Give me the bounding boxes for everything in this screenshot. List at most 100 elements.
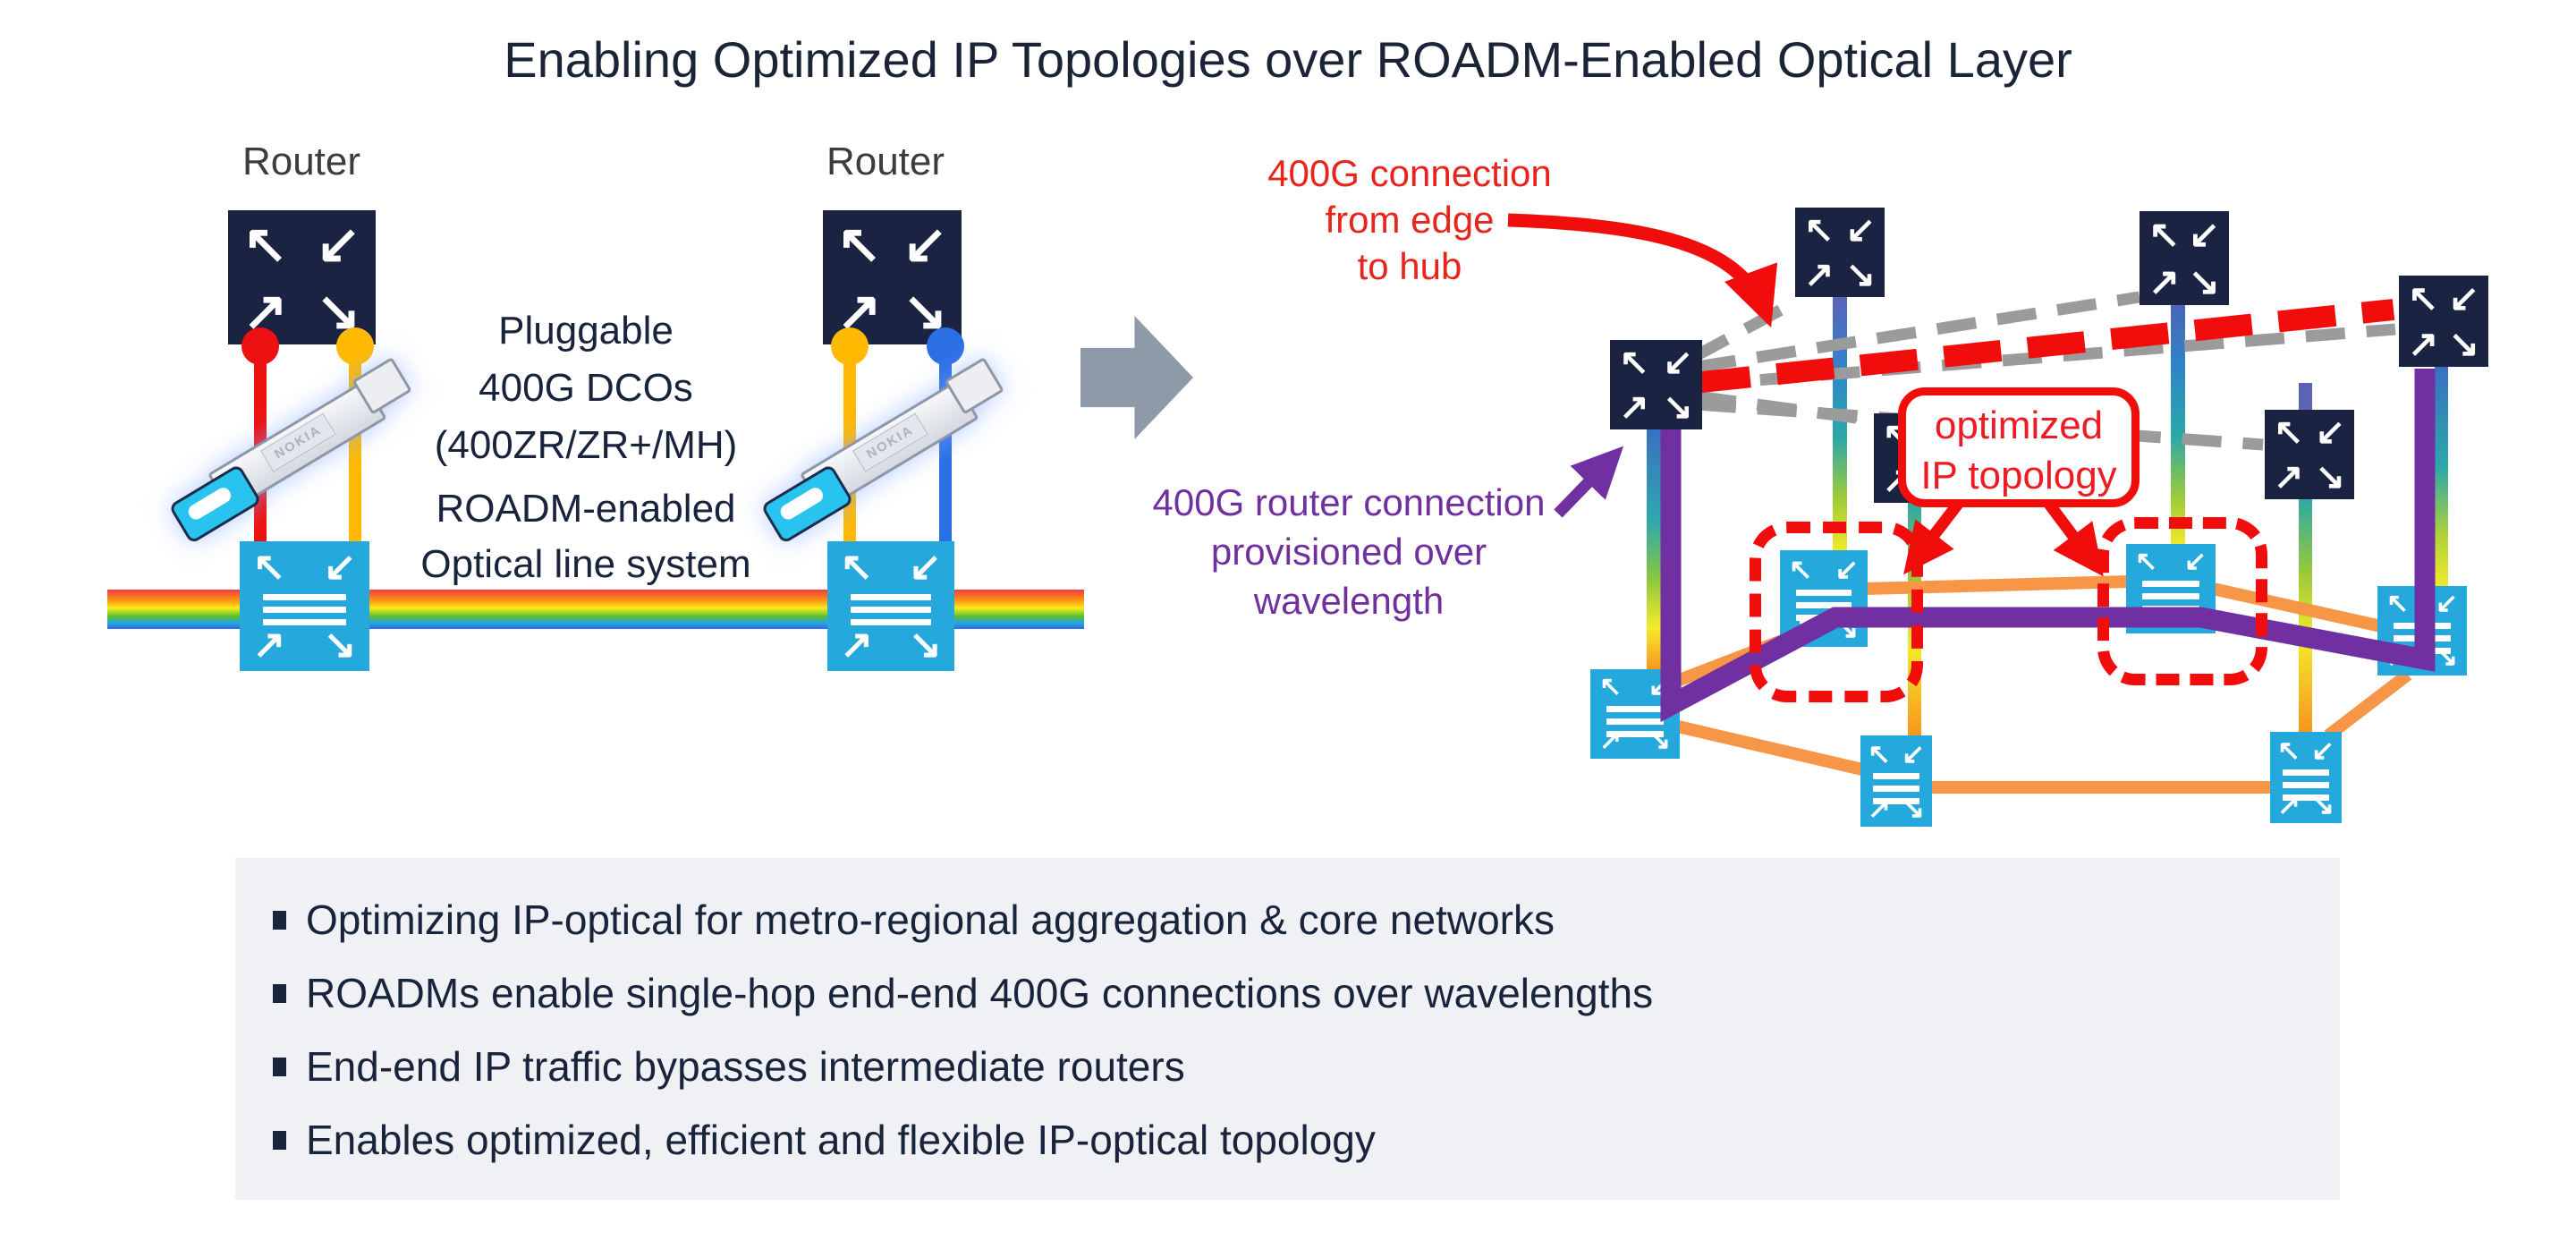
- crossconnect-arrow-icon: ↗: [1619, 387, 1649, 427]
- provisioned-line2: provisioned over: [1210, 531, 1487, 573]
- crossconnect-arrow-icon: ↙: [323, 545, 357, 590]
- optimized-ip-topology-label: optimized IP topology: [1898, 387, 2140, 507]
- crossconnect-arrow-icon: ↖: [2408, 277, 2439, 319]
- crossconnect-arrow-icon: ↗: [2148, 259, 2181, 302]
- wss-bars-icon: [2394, 623, 2451, 660]
- bullet-text: Optimizing IP-optical for metro-regional…: [306, 896, 1555, 943]
- crossconnect-arrow-icon: ↗: [2408, 322, 2439, 364]
- edge-to-hub-annotation: 400G connection from edge to hub: [1249, 150, 1571, 290]
- ols-caption-line2: Optical line system: [420, 542, 751, 586]
- crossconnect-arrow-icon: ↙: [2311, 735, 2334, 767]
- crossconnect-arrow-icon: ↖: [1599, 672, 1623, 701]
- router-e: ↖ ↙ ↗ ↘: [2265, 410, 2354, 499]
- router-a: ↖↙ ↗ ↘: [1795, 208, 1885, 297]
- router-2-label: Router: [826, 140, 945, 183]
- pluggable-caption-line2: 400G DCOs: [479, 366, 693, 410]
- bullet-text: ROADMs enable single-hop end-end 400G co…: [306, 970, 1654, 1016]
- crossconnect-arrow-icon: ↗: [2274, 457, 2304, 497]
- bullet-row: ROADMs enable single-hop end-end 400G co…: [273, 967, 2290, 1019]
- bullet-text: End-end IP traffic bypasses intermediate…: [306, 1043, 1185, 1090]
- roadm-left-2: ↖ ↙ ↗ ↘: [827, 541, 954, 671]
- optimized-label-line2: IP topology: [1920, 454, 2117, 497]
- ols-caption: ROADM-enabled Optical line system: [353, 481, 818, 592]
- port-dot-blue: [927, 327, 964, 365]
- bullet-square-icon: [273, 1130, 286, 1150]
- router-hub: ↖ ↙ ↗ ↘: [1610, 340, 1702, 429]
- bullet-row: End-end IP traffic bypasses intermediate…: [273, 1041, 2290, 1092]
- transceiver-latch-slot: [185, 485, 234, 523]
- pluggable-caption: Pluggable 400G DCOs (400ZR/ZR+/MH): [371, 302, 801, 474]
- crossconnect-arrow-icon: ↖: [1619, 343, 1649, 382]
- crossconnect-arrow-icon: ↙: [1648, 672, 1671, 701]
- router-c: ↖↙↗↘: [2399, 276, 2488, 367]
- crossconnect-arrow-icon: ↖: [1804, 210, 1835, 250]
- summary-panel: Optimizing IP-optical for metro-regional…: [235, 858, 2340, 1200]
- highlight-outline-roadm-c: [2097, 517, 2267, 685]
- crossconnect-arrow-icon: ↘: [2188, 259, 2220, 302]
- bullet-square-icon: [273, 1057, 286, 1076]
- crossconnect-arrow-icon: ↗: [1804, 255, 1835, 294]
- crossconnect-arrow-icon: ↙: [2315, 412, 2345, 452]
- crossconnect-arrow-icon: ↖: [840, 545, 874, 590]
- roadm-a: ↖↙↗↘: [1590, 669, 1680, 759]
- crossconnect-arrow-icon: ↖: [252, 545, 286, 590]
- bullet-square-icon: [273, 910, 286, 930]
- roadm-e: ↖↙↗↘: [1860, 735, 1932, 827]
- wss-bars-icon: [2283, 769, 2329, 807]
- slide-title: Enabling Optimized IP Topologies over RO…: [504, 31, 2072, 88]
- crossconnect-arrow-icon: ↙: [1902, 738, 1925, 770]
- bullet-row: Enables optimized, efficient and flexibl…: [273, 1114, 2290, 1166]
- roadm-left-1: ↖ ↙ ↗ ↘: [240, 541, 369, 671]
- roadm-f: ↖↙↗↘: [2270, 732, 2342, 823]
- bullet-text: Enables optimized, efficient and flexibl…: [306, 1117, 1376, 1163]
- crossconnect-arrow-icon: ↖: [836, 213, 882, 274]
- wss-bars-icon: [850, 594, 932, 632]
- crossconnect-arrow-icon: ↘: [1845, 255, 1876, 294]
- crossconnect-arrow-icon: ↘: [323, 622, 357, 667]
- crossconnect-arrow-icon: ↗: [840, 622, 874, 667]
- router-left-1: ↖↙↗↘: [228, 210, 376, 344]
- crossconnect-arrow-icon: ↖: [1868, 738, 1891, 770]
- crossconnect-arrow-icon: ↖: [2274, 412, 2304, 452]
- crossconnect-arrow-icon: ↙: [316, 213, 361, 274]
- crossconnect-arrow-icon: ↙: [2188, 213, 2220, 256]
- ols-caption-line1: ROADM-enabled: [436, 487, 736, 531]
- crossconnect-arrow-icon: ↙: [1845, 210, 1876, 250]
- wss-bars-icon: [263, 594, 346, 632]
- crossconnect-arrow-icon: ↖: [2386, 589, 2410, 618]
- port-dot-amber: [336, 327, 374, 365]
- edge-to-hub-line1: 400G connection: [1267, 152, 1552, 194]
- crossconnect-arrow-icon: ↙: [902, 213, 948, 274]
- crossconnect-arrow-icon: ↙: [908, 545, 942, 590]
- pluggable-caption-line3: (400ZR/ZR+/MH): [434, 423, 738, 467]
- crossconnect-arrow-icon: ↖: [2148, 213, 2181, 256]
- wss-bars-icon: [1873, 772, 1919, 811]
- edge-to-hub-line3: to hub: [1357, 245, 1462, 287]
- roadm-d: ↖↙↗↘: [2377, 586, 2467, 675]
- bullet-square-icon: [273, 983, 286, 1003]
- pluggable-caption-line1: Pluggable: [498, 309, 674, 353]
- highlight-outline-roadm-b: [1750, 522, 1923, 702]
- edge-to-hub-line2: from edge: [1325, 199, 1495, 241]
- bullet-row: Optimizing IP-optical for metro-regional…: [273, 894, 2290, 946]
- port-dot-amber-2: [831, 327, 869, 365]
- optimized-label-line1: optimized: [1934, 404, 2104, 447]
- router-1-label: Router: [242, 140, 361, 183]
- port-dot-red: [242, 327, 279, 365]
- crossconnect-arrow-icon: ↘: [1663, 387, 1693, 427]
- crossconnect-arrow-icon: ↙: [1663, 343, 1693, 382]
- provisioned-line1: 400G router connection: [1152, 481, 1546, 523]
- crossconnect-arrow-icon: ↖: [2277, 735, 2301, 767]
- crossconnect-arrow-icon: ↙: [2435, 589, 2458, 618]
- crossconnect-arrow-icon: ↘: [2448, 322, 2479, 364]
- router-b: ↖↙↗↘: [2140, 211, 2229, 305]
- crossconnect-arrow-icon: ↘: [908, 622, 942, 667]
- crossconnect-arrow-icon: ↙: [2448, 277, 2479, 319]
- provisioned-annotation: 400G router connection provisioned over …: [1143, 478, 1555, 625]
- crossconnect-arrow-icon: ↘: [2315, 457, 2345, 497]
- provisioned-line3: wavelength: [1253, 580, 1445, 622]
- crossconnect-arrow-icon: ↖: [242, 213, 288, 274]
- crossconnect-arrow-icon: ↗: [252, 622, 286, 667]
- wss-bars-icon: [1606, 706, 1664, 743]
